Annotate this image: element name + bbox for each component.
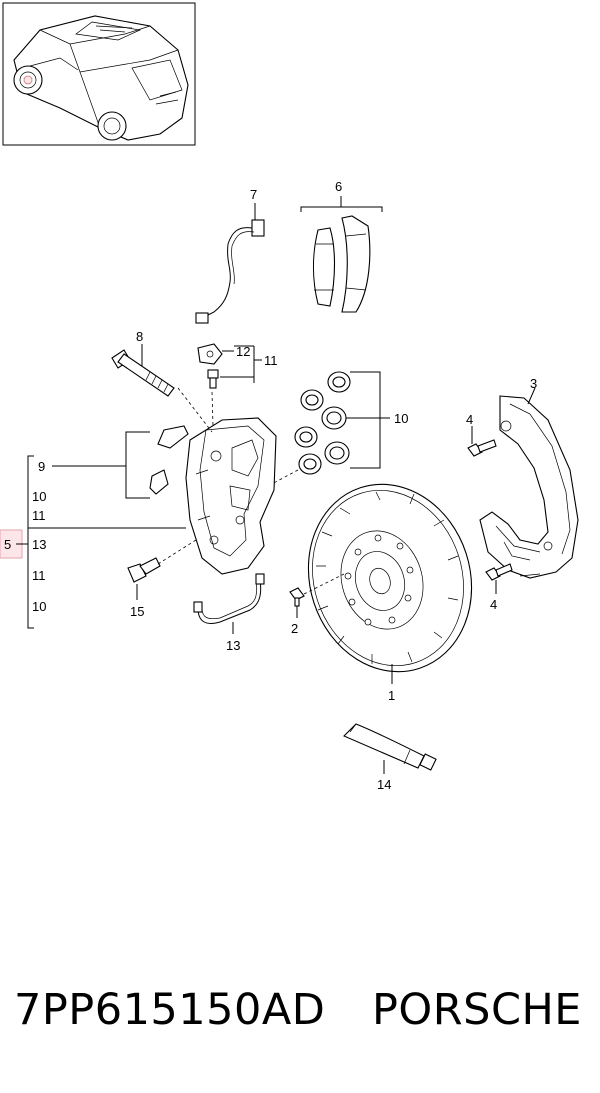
part-6-brake-pads [300,196,383,313]
part-5-caliper [185,417,277,575]
callout-1: 1 [388,688,395,703]
part-10-pistons [294,371,351,475]
callout-15: 15 [130,604,144,619]
callout-8: 8 [136,329,143,344]
part-8-bolt [111,349,175,397]
callout-2: 2 [291,621,298,636]
part-7-wear-sensor [195,219,265,324]
callout-9: 9 [38,459,45,474]
callout-7: 7 [250,187,257,202]
part-4-screw-top [467,439,497,457]
list-item-10b: 10 [32,599,46,614]
part-2-screw [289,587,305,607]
callout-4-bottom: 4 [490,597,497,612]
brand-name: PORSCHE [372,985,582,1035]
callout-11-bleed: 11 [264,353,278,368]
list-item-11a: 11 [32,508,46,523]
part-number: 7PP615150AD [14,985,326,1035]
list-item-10a: 10 [32,489,46,504]
vehicle-illustration [13,15,189,141]
callout-6: 6 [335,179,342,194]
callout-14: 14 [377,777,391,792]
list-item-11b: 11 [32,568,46,583]
part-11-bleed-screw [207,369,219,389]
callout-5: 5 [4,537,11,552]
part-15-bolt [127,557,161,583]
part-14-grease-tube [343,723,437,771]
footer: 7PP615150AD PORSCHE [0,985,600,1045]
list-item-13: 13 [32,537,46,552]
callout-10-pistons: 10 [394,411,408,426]
callout-3: 3 [530,376,537,391]
part-3-splash-guard [479,395,579,579]
part-4-screw-bottom [485,563,513,581]
callout-13-hose: 13 [226,638,240,653]
part-12-bleed-cap [197,343,223,365]
vehicle-thumbnail [2,2,196,146]
part-13-brake-hose [193,573,265,624]
part-9-springs [149,425,189,495]
callout-12: 12 [236,344,250,359]
callout-4-top: 4 [466,412,473,427]
part-1-brake-disc [307,483,473,673]
